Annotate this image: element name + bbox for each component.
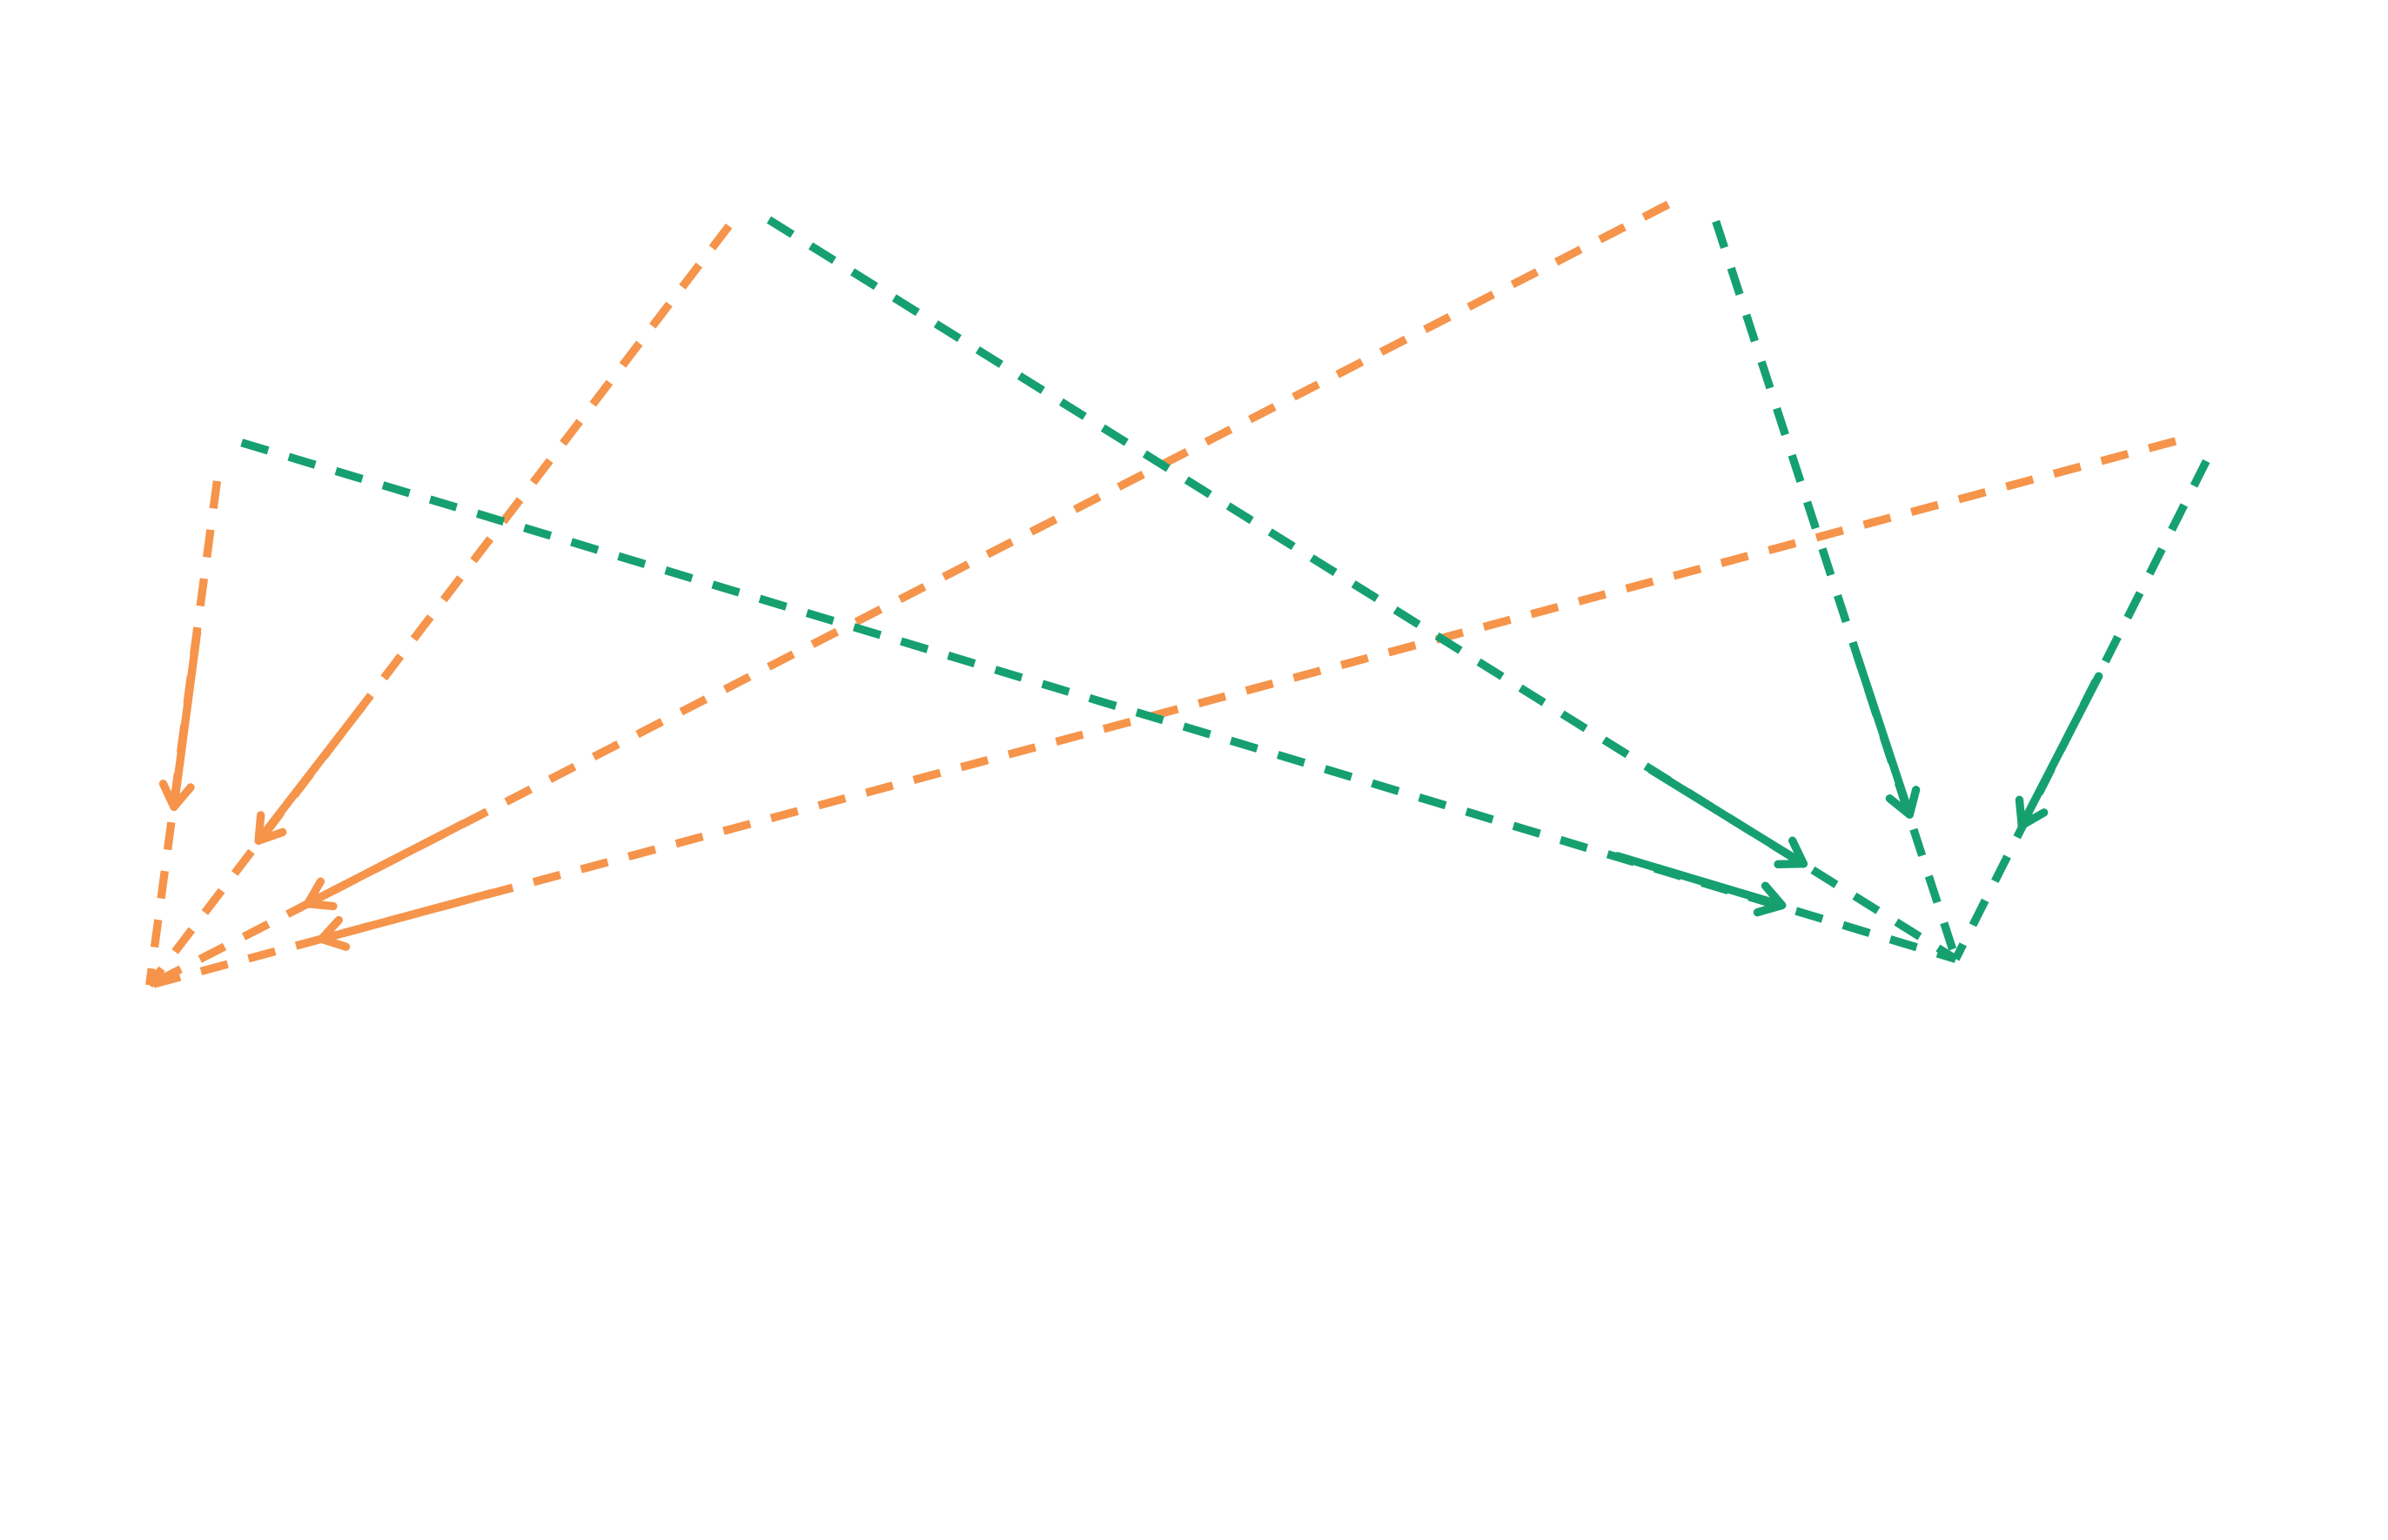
solid-segment (1853, 652, 1914, 819)
dashed-connector (1712, 219, 1960, 961)
arrowhead-icon (158, 780, 195, 812)
arrowhead-icon (1774, 836, 1808, 868)
arrowhead-icon (254, 811, 287, 845)
arrowhead-icon (1885, 786, 1921, 819)
solid-segment (2017, 672, 2103, 830)
solid-segment (254, 701, 367, 845)
orange-group-edge (145, 223, 733, 988)
orange-group-edge (145, 480, 222, 986)
arrowhead-icon (303, 877, 338, 911)
arrowhead-icon (317, 915, 351, 951)
arrowhead-icon (1753, 881, 1787, 917)
green-group-edge (767, 216, 1958, 963)
green-group-edge (1712, 219, 1960, 961)
green-group-edge (1952, 459, 2210, 961)
dashed-connector (1952, 459, 2210, 961)
orange-group-edge (147, 200, 1671, 989)
dashed-connector (145, 223, 733, 988)
solid-segment (303, 820, 467, 908)
solid-segment (170, 629, 202, 812)
solid-segment (1647, 766, 1808, 868)
arrowhead-icon (2015, 795, 2049, 830)
orange-group-edge (148, 437, 2177, 989)
dashed-connector (767, 216, 1958, 963)
green-group-edge (240, 439, 1957, 963)
edges-layer (145, 200, 2210, 989)
solid-segment (317, 888, 497, 943)
solid-segment (1613, 852, 1787, 910)
dashed-connector (147, 200, 1671, 989)
